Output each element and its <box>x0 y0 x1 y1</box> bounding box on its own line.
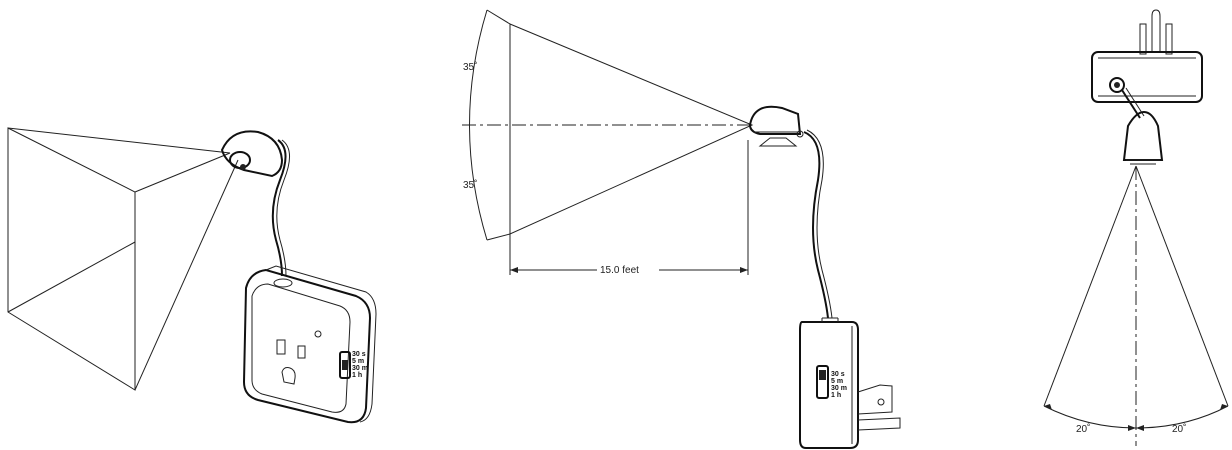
distance-label: 15.0 feet <box>600 265 639 276</box>
side-view: 35˚ 35˚ 15.0 feet 30 s 5 m <box>462 9 901 449</box>
front-gooseneck-cable <box>1121 89 1141 119</box>
outlet-slot-right <box>297 345 306 359</box>
side-timer-label-30m: 30 m <box>831 385 847 392</box>
front-cone-right-edge <box>1135 165 1229 407</box>
front-sensor-head <box>1122 110 1164 165</box>
front-plug-prongs <box>1139 9 1173 55</box>
front-cone-left-edge <box>1043 165 1137 407</box>
outlet-slot-left <box>276 339 286 355</box>
side-timer-label-1h: 1 h <box>831 392 841 399</box>
outlet-ground-hole <box>281 367 296 385</box>
front-angle-label-right: 20˚ <box>1172 423 1186 435</box>
timer-label-5m: 5 m <box>352 358 364 365</box>
side-timer-label-5m: 5 m <box>831 378 843 385</box>
motion-sensor-head <box>220 130 284 178</box>
cable-grommet <box>273 278 293 288</box>
front-arc-left <box>1043 405 1137 429</box>
timer-label-30m: 30 m <box>352 365 368 372</box>
side-plug-prongs <box>857 384 901 431</box>
detection-zone-pyramid <box>7 127 239 391</box>
side-sensor-head <box>748 105 804 147</box>
front-view: 20˚ 20˚ <box>1043 9 1229 446</box>
side-plug-body: 30 s 5 m 30 m 1 h <box>799 317 859 449</box>
front-arc-right <box>1135 405 1229 429</box>
angle-label-lower: 35˚ <box>463 179 477 191</box>
gooseneck-cable <box>271 139 287 277</box>
angle-label-upper: 35˚ <box>463 61 477 73</box>
indicator-led <box>314 330 322 338</box>
front-angle-label-left: 20˚ <box>1076 423 1090 435</box>
timer-label-1h: 1 h <box>352 372 362 379</box>
side-gooseneck-cable <box>803 131 829 319</box>
timer-switch <box>339 351 351 379</box>
side-coverage-zone <box>509 23 754 235</box>
timer-label-30s: 30 s <box>352 351 366 358</box>
side-timer-label-30s: 30 s <box>831 371 845 378</box>
perspective-view: 30 s 5 m 30 m 1 h <box>7 127 377 424</box>
front-plug-body <box>1091 51 1203 103</box>
outlet-box: 30 s 5 m 30 m 1 h <box>242 265 377 424</box>
side-timer-switch <box>816 365 829 399</box>
